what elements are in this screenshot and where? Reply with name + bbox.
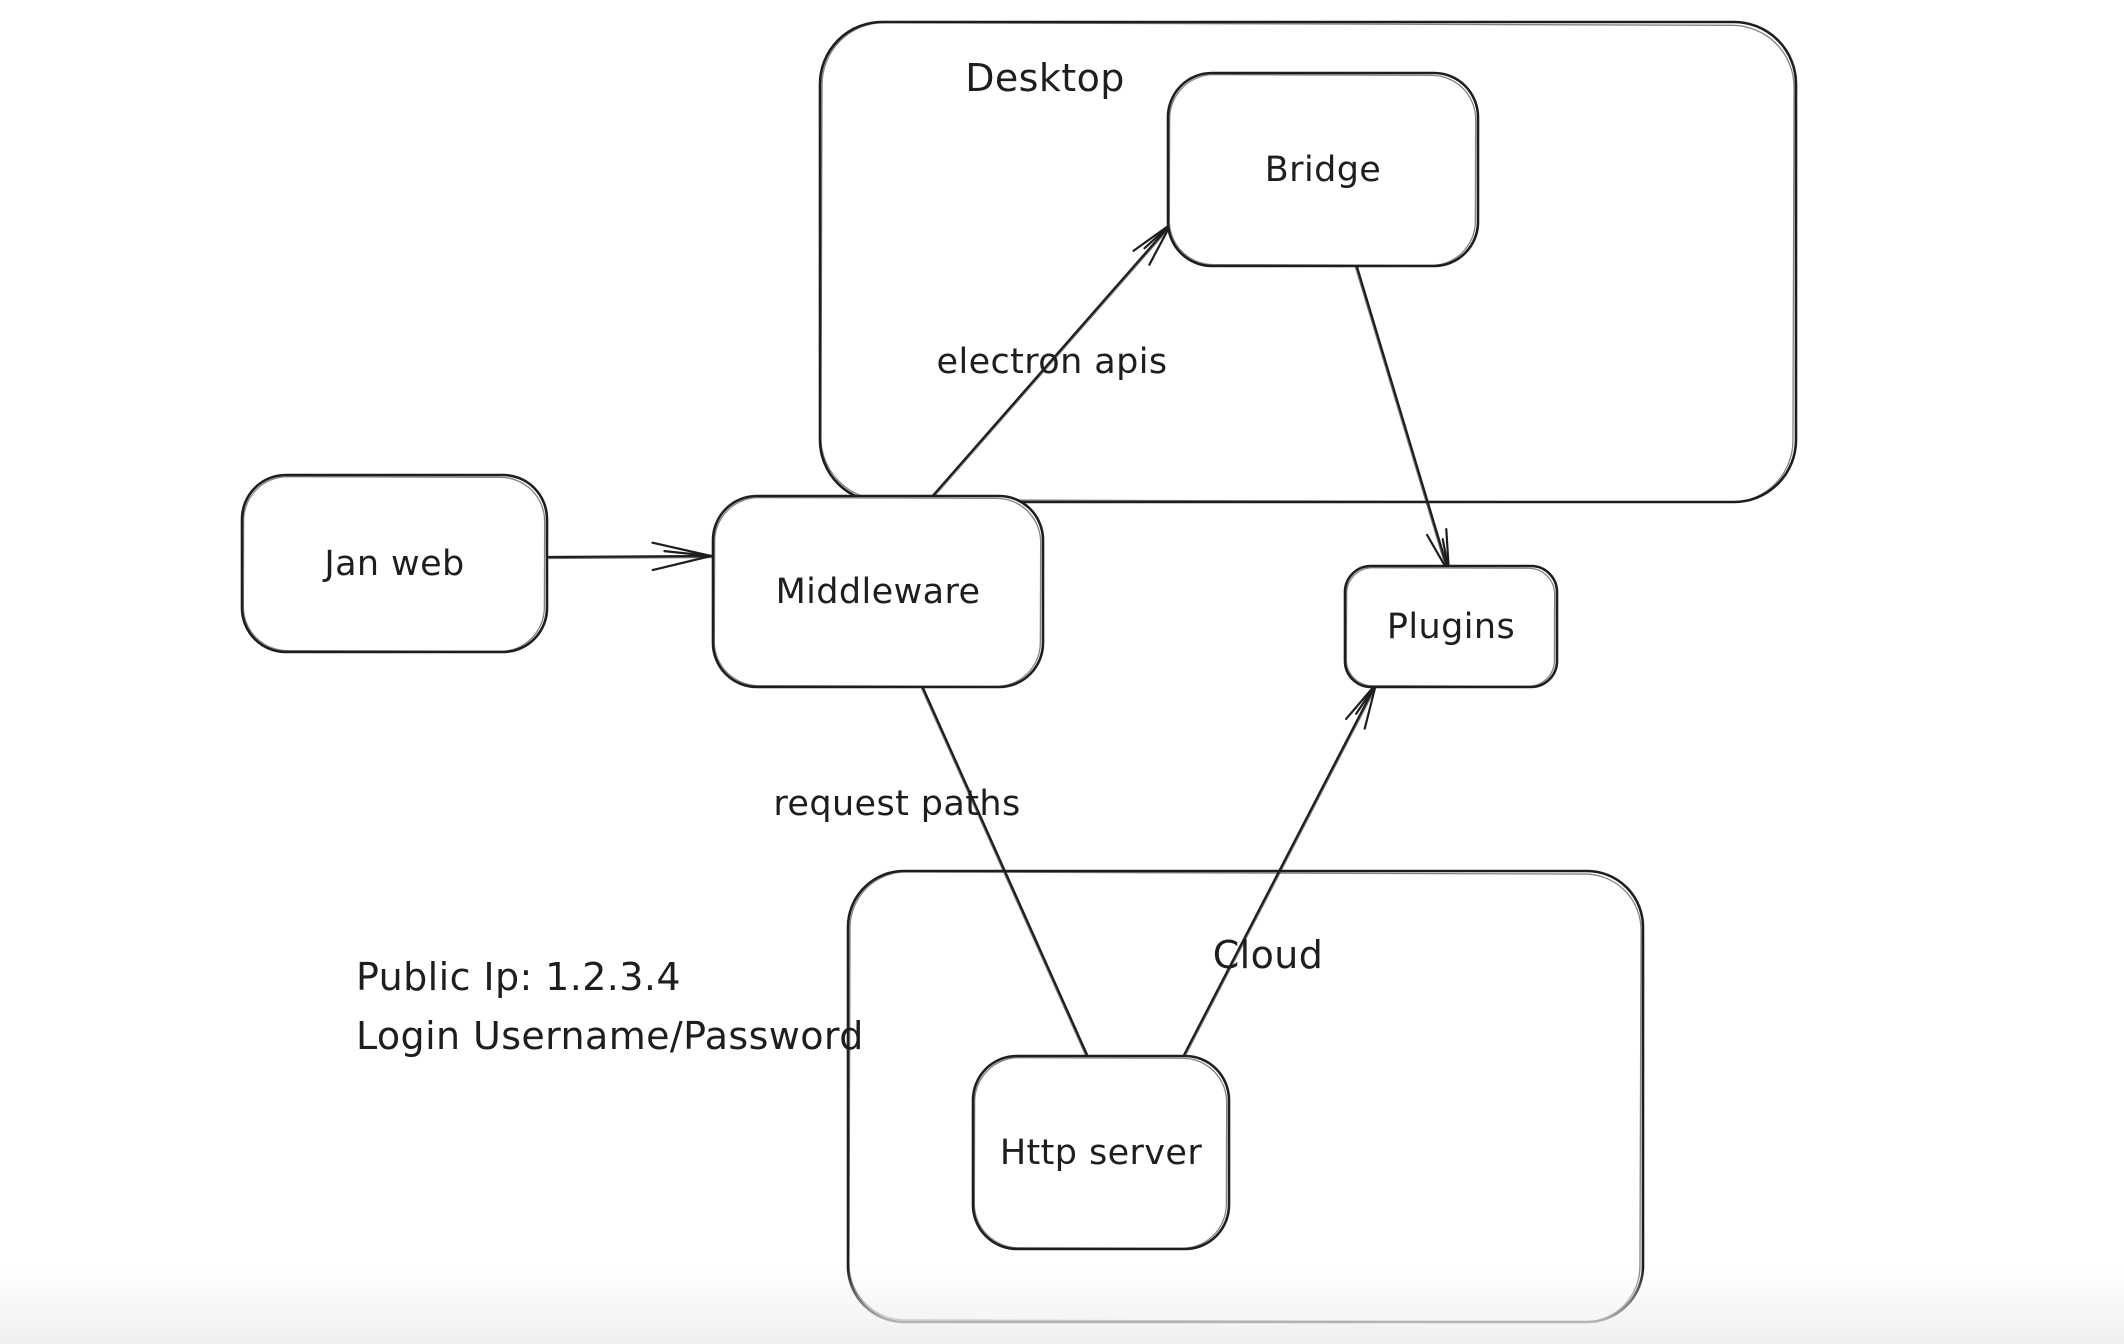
edge-janweb-to-middleware[interactable]	[547, 541, 713, 572]
login-credentials-text: Login Username/Password	[356, 1013, 864, 1058]
edge-middleware-to-httpserver[interactable]	[920, 686, 1090, 1059]
edge-label-electron-apis: electron apis	[936, 342, 1168, 382]
node-middleware[interactable]	[711, 494, 1045, 689]
edge-bridge-to-plugins[interactable]	[1354, 265, 1451, 575]
node-jan-web[interactable]	[240, 473, 549, 654]
node-label-http-server: Http server	[999, 1132, 1203, 1173]
node-bridge[interactable]	[1166, 71, 1480, 268]
edge-middleware-to-bridge[interactable]	[928, 222, 1173, 501]
node-label-plugins: Plugins	[1386, 606, 1516, 647]
container-label-cloud: Cloud	[1212, 933, 1324, 977]
container-desktop[interactable]	[818, 20, 1798, 504]
container-label-desktop: Desktop	[965, 56, 1125, 100]
node-label-jan-web: Jan web	[324, 543, 465, 584]
node-plugins[interactable]	[1343, 564, 1559, 689]
edge-label-request-paths: request paths	[773, 784, 1021, 824]
node-label-bridge: Bridge	[1264, 149, 1382, 190]
node-http-server[interactable]	[971, 1054, 1231, 1251]
node-label-middleware: Middleware	[775, 571, 981, 612]
public-ip-text: Public Ip: 1.2.3.4	[356, 955, 681, 999]
credentials-note[interactable]: Public Ip: 1.2.3.4 Login Username/Passwo…	[356, 948, 864, 1066]
edge-httpserver-to-plugins[interactable]	[1181, 682, 1378, 1059]
